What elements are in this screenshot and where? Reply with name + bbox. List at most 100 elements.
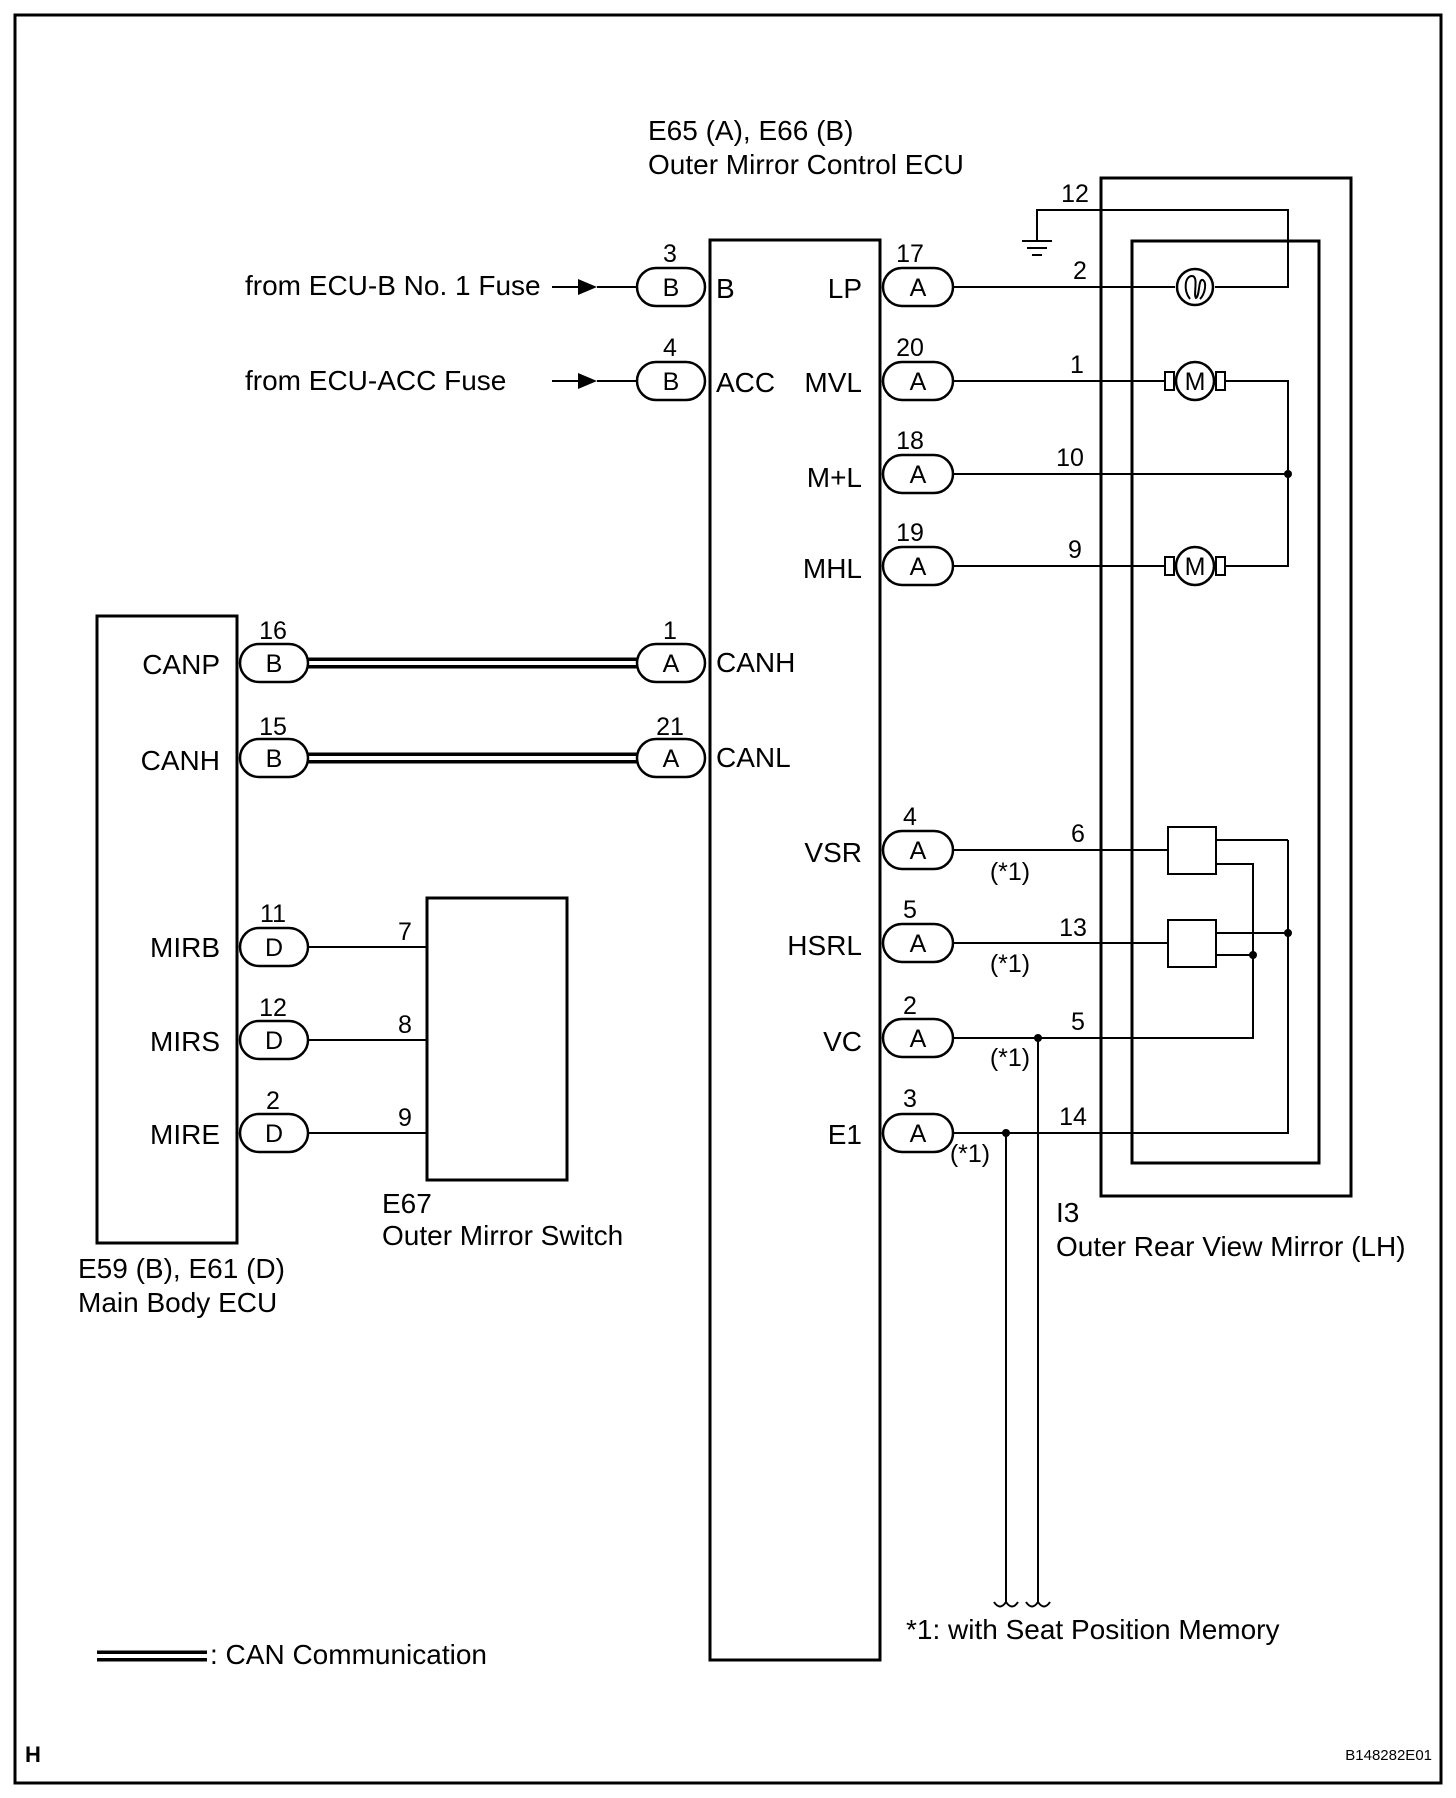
connector-letter: D [265, 1027, 283, 1055]
main-body-ecu-name: Main Body ECU [78, 1287, 277, 1318]
connector-letter: A [910, 1120, 927, 1148]
sensor-box [1167, 919, 1217, 968]
signal-line-hsrl: HSRL 5 A (*1) 13 [787, 896, 1168, 978]
connector-badge [635, 360, 707, 402]
wire [1225, 474, 1289, 567]
connector-letter: B [266, 745, 283, 773]
wire [1225, 380, 1289, 474]
connector-letter: A [910, 274, 927, 302]
pin-number: 3 [903, 1085, 917, 1113]
signal-line-vc: VC 2 A (*1) 5 [823, 955, 1254, 1602]
terminal-name: MIRE [150, 1119, 220, 1150]
can-legend-label: : CAN Communication [210, 1639, 487, 1670]
control-ecu-connectors: E65 (A), E66 (B) [648, 115, 853, 146]
connector-letter: A [910, 1025, 927, 1053]
connector-badge [238, 1019, 310, 1061]
memory-note: (*1) [950, 1140, 990, 1168]
terminal-name: VC [823, 1026, 862, 1057]
mirror-pin-number: 14 [1059, 1103, 1087, 1131]
mirror-switch-name: Outer Mirror Switch [382, 1220, 623, 1251]
connector-badge [881, 829, 955, 871]
connector-badge [881, 1017, 955, 1059]
motor-label: M [1185, 368, 1206, 396]
ground-circuit: 12 [1022, 180, 1289, 288]
terminal-name: B [716, 273, 735, 304]
terminal-name: VSR [804, 837, 862, 868]
mirror-pin-number: 1 [1070, 351, 1084, 379]
signal-line-e1: E1 3 A (*1) 14 [828, 840, 1289, 1602]
control-ecu-box [708, 238, 882, 1662]
mirror-switch-box [425, 896, 569, 1182]
pin-number: 18 [896, 427, 924, 455]
connector-badge [881, 453, 955, 495]
connector-badge [238, 737, 310, 779]
pin-number: 12 [259, 994, 287, 1022]
mirror-pin-number: 5 [1071, 1008, 1085, 1036]
can-legend: : CAN Communication [97, 1639, 487, 1670]
wire [953, 840, 1289, 1134]
motor-icon: M [1164, 360, 1226, 402]
terminal-name: MHL [803, 553, 862, 584]
pin-number: 1 [663, 617, 677, 645]
footnote: *1: with Seat Position Memory [906, 1614, 1280, 1645]
main-body-ecu: E59 (B), E61 (D) Main Body ECU [78, 614, 285, 1318]
power-source-label: from ECU-ACC Fuse [245, 365, 506, 396]
switch-pin-number: 8 [398, 1011, 412, 1039]
connector-badge [238, 926, 310, 968]
mirror-pin-number: 2 [1073, 257, 1087, 285]
pin-number: 19 [896, 519, 924, 547]
memory-note: (*1) [990, 950, 1030, 978]
mirror-connector: I3 [1056, 1197, 1079, 1228]
terminal-name: LP [828, 273, 862, 304]
switch-line-mirb: MIRB 11 D 7 [150, 900, 427, 968]
mirror-assembly: I3 Outer Rear View Mirror (LH) [1056, 176, 1406, 1262]
connector-letter: D [265, 1120, 283, 1148]
terminal-name: M+L [807, 462, 862, 493]
connector-letter: A [663, 650, 680, 678]
signal-line-mvl: MVL 20 A 1 M [804, 334, 1289, 474]
switch-line-mirs: MIRS 12 D 8 [150, 994, 427, 1061]
connector-letter: A [910, 930, 927, 958]
signal-line-mhl: MHL 19 A 9 M [803, 474, 1289, 587]
connector-letter: B [266, 650, 283, 678]
corner-letter: H [25, 1742, 41, 1767]
power-source-label: from ECU-B No. 1 Fuse [245, 270, 541, 301]
power-input-acc: from ECU-ACC Fuse 4 B ACC [245, 334, 775, 402]
mirror-switch-connector: E67 [382, 1188, 432, 1219]
signal-line-lp: LP 17 A 2 [828, 240, 1215, 308]
control-ecu: E65 (A), E66 (B) Outer Mirror Control EC… [648, 115, 964, 1662]
junction-dot [1284, 929, 1292, 937]
connector-letter: A [910, 837, 927, 865]
switch-line-mire: MIRE 2 D 9 [150, 1087, 427, 1154]
signal-line-ml: M+L 18 A 10 [807, 427, 1292, 495]
terminal-name: MIRS [150, 1026, 220, 1057]
mirror-pin-number: 9 [1068, 536, 1082, 564]
connector-badge [881, 360, 955, 402]
connector-badge [635, 266, 707, 308]
wire [1216, 863, 1254, 955]
ground-pin-number: 12 [1061, 180, 1089, 208]
pin-number: 4 [903, 803, 917, 831]
terminal-name: HSRL [787, 930, 862, 961]
terminal-name: E1 [828, 1119, 862, 1150]
main-body-ecu-box [95, 614, 239, 1245]
terminal-name: CANH [716, 647, 795, 678]
pin-number: 5 [903, 896, 917, 924]
connector-letter: B [663, 368, 680, 396]
connector-letter: D [265, 934, 283, 962]
connector-badge [881, 1112, 955, 1154]
motor-label: M [1185, 553, 1206, 581]
terminal-name: MIRB [150, 932, 220, 963]
figure-id: B148282E01 [1345, 1747, 1432, 1764]
pin-number: 16 [259, 617, 287, 645]
terminal-name: CANP [142, 649, 220, 680]
pin-number: 11 [260, 900, 286, 928]
arrow-icon [578, 279, 597, 295]
connector-badge [635, 642, 707, 684]
signal-line-vsr: VSR 4 A (*1) 6 [804, 803, 1168, 886]
connector-letter: A [910, 553, 927, 581]
connector-letter: A [663, 745, 680, 773]
connector-badge [881, 922, 955, 964]
main-body-ecu-connectors: E59 (B), E61 (D) [78, 1253, 285, 1284]
